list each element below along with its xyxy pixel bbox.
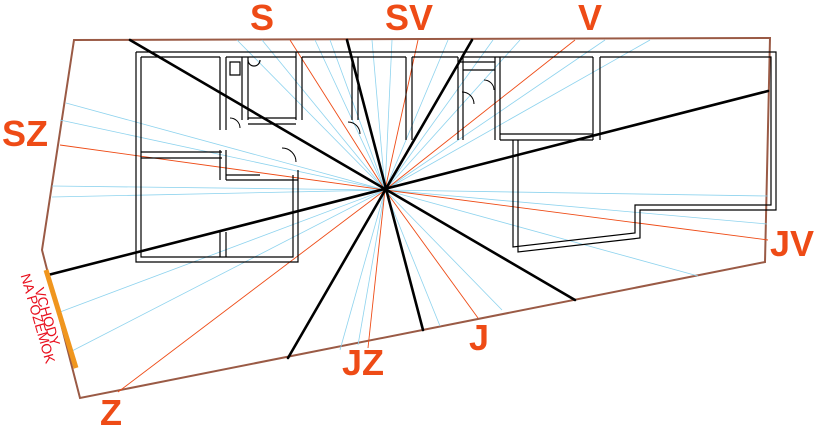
wall-inner-2 (219, 150, 227, 257)
direction-label-v: V (578, 0, 603, 38)
axis-v-z (46, 89, 770, 277)
red-ray (367, 189, 386, 349)
wall-east (458, 51, 777, 253)
blue-ray (384, 39, 521, 191)
wall-central (295, 51, 458, 120)
axis-s-j (345, 38, 425, 332)
door-swing (461, 91, 475, 105)
wall-outer (136, 52, 776, 264)
blue-ray (384, 189, 768, 225)
wall-inner-1 (141, 57, 227, 159)
axis-sz-jv (128, 38, 577, 302)
blue-ray (59, 119, 386, 191)
blue-ray (384, 189, 769, 197)
blue-rays (51, 39, 769, 353)
blue-ray (384, 39, 449, 191)
direction-label-j: J (469, 317, 490, 358)
red-ray (384, 189, 479, 319)
blue-ray (384, 39, 651, 191)
blue-ray (69, 189, 386, 353)
door-swing (347, 121, 361, 135)
entrance-bar (43, 269, 79, 369)
wall-west-top (136, 51, 296, 58)
direction-label-sz: SZ (2, 113, 49, 154)
blue-ray (59, 189, 386, 313)
wall-bath (241, 57, 296, 125)
direction-label-jz: JZ (342, 342, 385, 383)
wall-stair (458, 61, 495, 71)
blue-ray (314, 39, 386, 191)
red-ray (117, 189, 386, 393)
direction-label-jv: JV (770, 223, 815, 264)
blue-ray (65, 102, 386, 191)
blue-ray (384, 39, 494, 191)
red-ray (384, 39, 576, 191)
blue-ray (384, 39, 393, 191)
direction-label-sv: SV (385, 0, 434, 38)
direction-label-z: Z (100, 392, 122, 433)
red-ray (384, 189, 769, 241)
blue-ray (51, 189, 386, 198)
door-swings (229, 79, 495, 163)
red-ray (59, 144, 386, 191)
blue-ray (384, 189, 441, 327)
blue-ray (384, 189, 699, 277)
blue-ray (261, 39, 386, 191)
wall-sanitary (229, 59, 261, 76)
wall-central-2 (351, 57, 413, 140)
blue-ray (371, 39, 386, 191)
door-swing (483, 79, 495, 91)
blue-ray (236, 39, 386, 191)
door-swing (281, 147, 297, 163)
red-ray (289, 39, 386, 191)
wall-east-rooms (457, 57, 601, 141)
wall-west-wing (135, 52, 299, 263)
axis-sv-jz (286, 38, 474, 360)
direction-label-s: S (250, 0, 275, 38)
blue-ray (51, 185, 386, 191)
blue-ray (357, 189, 386, 346)
door-swing (229, 117, 241, 129)
blue-ray (339, 189, 386, 351)
red-rays (59, 39, 769, 393)
main-direction-axes (46, 38, 770, 360)
wall-inner-3 (226, 174, 298, 181)
blue-ray (384, 189, 503, 311)
building-walls (135, 51, 777, 264)
